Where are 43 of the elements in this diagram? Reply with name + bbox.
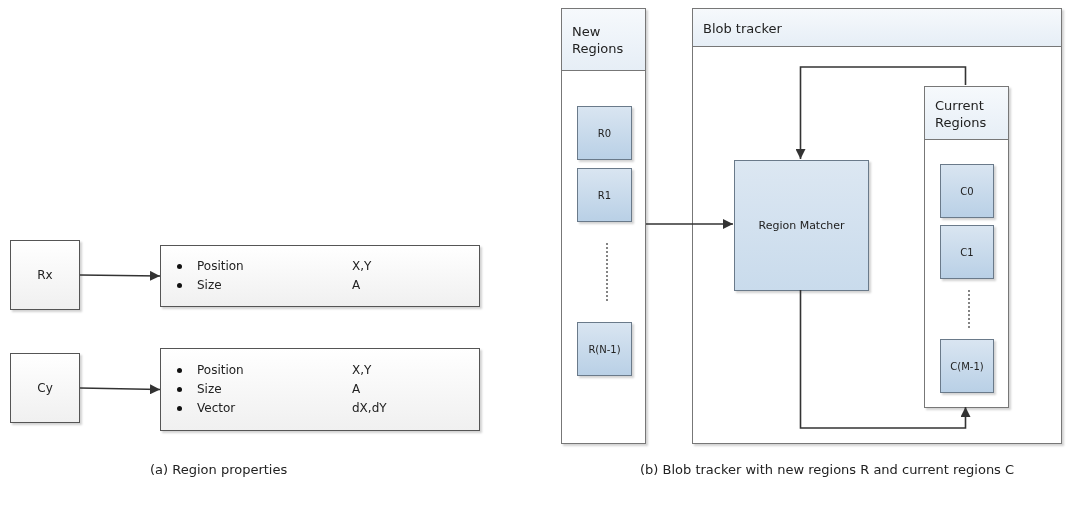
container-panel bbox=[692, 8, 1062, 444]
figure-caption: (a) Region properties bbox=[150, 462, 288, 477]
arrow bbox=[795, 66, 967, 160]
arrow bbox=[79, 270, 161, 281]
property-value: A bbox=[352, 277, 362, 294]
box-label: Rx bbox=[37, 268, 53, 282]
arrow bbox=[79, 384, 161, 395]
box-label: C0 bbox=[960, 185, 974, 197]
property-name: Position bbox=[197, 362, 245, 379]
box-label: R1 bbox=[597, 189, 612, 201]
property-value: A bbox=[352, 381, 362, 398]
property-name: Vector bbox=[197, 400, 237, 417]
box-label: Cy bbox=[37, 381, 53, 395]
property-name: Size bbox=[197, 381, 223, 398]
panel-title: New Regions bbox=[572, 23, 625, 57]
property-value: X,Y bbox=[352, 362, 373, 379]
properties-box bbox=[160, 348, 480, 431]
region-box bbox=[940, 339, 994, 393]
box-label: Region Matcher bbox=[758, 219, 845, 232]
panel-title: Blob tracker bbox=[703, 20, 783, 37]
process-box bbox=[734, 160, 869, 291]
region-box bbox=[940, 164, 994, 218]
region-box bbox=[577, 106, 632, 160]
region-box bbox=[577, 168, 632, 222]
figure-caption: (b) Blob tracker with new regions R and current regions C bbox=[640, 462, 1015, 477]
property-value: dX,dY bbox=[352, 400, 388, 417]
region-box bbox=[10, 240, 80, 310]
box-label: R(N-1) bbox=[588, 343, 621, 355]
panel-title: Current Regions bbox=[935, 97, 988, 131]
box-label: C1 bbox=[960, 246, 974, 258]
region-box bbox=[577, 322, 632, 376]
property-name: Position bbox=[197, 258, 245, 275]
container-panel bbox=[924, 86, 1009, 408]
region-box bbox=[10, 353, 80, 423]
region-box bbox=[940, 225, 994, 279]
box-label: C(M-1) bbox=[950, 360, 984, 372]
arrow bbox=[645, 219, 734, 229]
properties-box bbox=[160, 245, 480, 307]
property-name: Size bbox=[197, 277, 223, 294]
container-panel bbox=[561, 8, 646, 444]
property-value: X,Y bbox=[352, 258, 373, 275]
box-label: R0 bbox=[597, 127, 612, 139]
arrow bbox=[799, 289, 971, 429]
